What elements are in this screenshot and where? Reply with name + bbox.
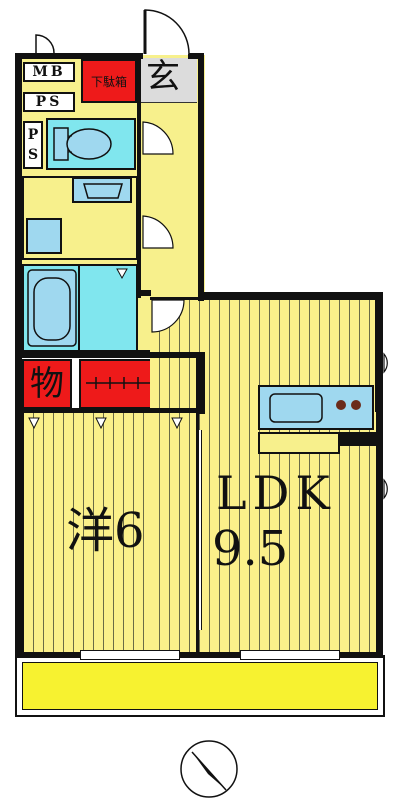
north-arrow-icon (180, 740, 238, 798)
pipe-space-label-1: PS (23, 92, 75, 112)
sliding-door-track (199, 430, 202, 630)
washing-machine-pan (26, 218, 62, 254)
bathtub-icon (27, 269, 77, 347)
closet-bottom-wall (15, 408, 205, 413)
kitchen-counter-icon (269, 393, 323, 423)
ldk-size-label: 9.5 (212, 521, 289, 577)
entrance-tile (141, 58, 197, 103)
entrance-label: 玄 (146, 57, 180, 97)
balcony-floor (22, 662, 378, 710)
western-room-label: 洋6 (66, 503, 145, 559)
ldk-top-wall (198, 292, 383, 299)
window-western-room (80, 650, 180, 660)
meter-box-label: MB (23, 62, 75, 82)
washroom-door-swing (142, 215, 174, 249)
front-door-swing (143, 9, 190, 55)
window-marker-right-1 (383, 352, 388, 374)
corridor-bottom-wall (137, 290, 151, 296)
toilet-door-swing (142, 121, 174, 155)
mb-door-swing (35, 34, 55, 54)
ldk-door-swing (151, 299, 185, 333)
kitchen-bar (258, 432, 340, 454)
sliding-partition (196, 412, 199, 654)
window-ldk (240, 650, 340, 660)
toilet-icon (53, 127, 112, 161)
bath-door-marker (116, 268, 128, 280)
closet-wall (15, 352, 205, 358)
outer-wall-top-left (15, 53, 143, 59)
shoe-box: 下駄箱 (81, 59, 137, 103)
kitchen-column (340, 432, 378, 446)
entrance-wall-right (198, 53, 204, 301)
western-room-door-markers (28, 417, 183, 430)
stove-burner-icon (336, 400, 361, 410)
western-ldk-wall (196, 352, 205, 414)
outer-wall-bottom (15, 652, 383, 658)
corridor-wall-left (137, 58, 141, 298)
ldk-label: LDK (216, 466, 336, 520)
pipe-space-label-2: P S (23, 121, 43, 169)
outer-wall-right (376, 292, 383, 658)
storage-closet: 物 (22, 359, 72, 409)
outer-wall-top-right (188, 53, 204, 59)
bath-divider (78, 264, 80, 352)
window-marker-right-2 (383, 478, 388, 500)
washbasin-icon (83, 183, 123, 199)
